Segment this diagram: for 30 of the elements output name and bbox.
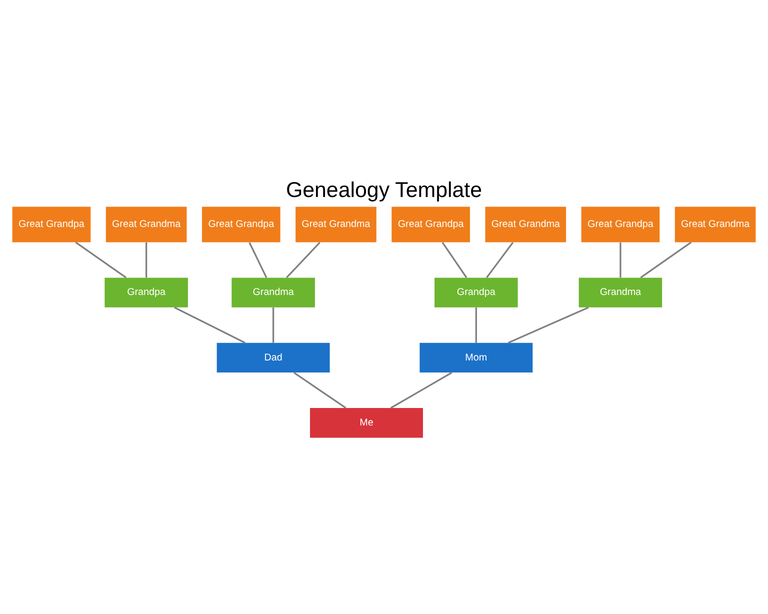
connector (145, 242, 148, 278)
connector (174, 306, 246, 344)
connector (508, 306, 589, 344)
connector (475, 307, 477, 343)
diagram-title: Genealogy Template (286, 178, 482, 202)
connector (640, 242, 692, 278)
node-box: Great Grandpa (581, 206, 660, 242)
connector (75, 242, 126, 278)
node-box: Great Grandma (485, 206, 566, 242)
connector (390, 372, 452, 409)
node-box: Great Grandma (296, 206, 376, 242)
node-box: Grandma (232, 278, 315, 308)
connector (442, 242, 468, 278)
node-box: Dad (216, 342, 330, 373)
connector (272, 307, 274, 343)
node-box: Great Grandma (106, 206, 187, 242)
connector (294, 372, 346, 409)
node-box: Great Grandpa (392, 206, 470, 242)
connector (248, 242, 268, 278)
node-box: Mom (420, 342, 533, 373)
node-box: Grandpa (434, 278, 518, 308)
node-box: Grandma (578, 278, 662, 308)
node-box: Grandpa (104, 278, 188, 308)
node-box: Great Grandpa (12, 206, 91, 242)
node-box: Great Grandma (674, 206, 756, 242)
node-box: Great Grandpa (202, 206, 280, 242)
connector (620, 242, 622, 278)
connector (286, 242, 320, 278)
connector (486, 242, 514, 278)
node-box: Me (310, 408, 423, 438)
